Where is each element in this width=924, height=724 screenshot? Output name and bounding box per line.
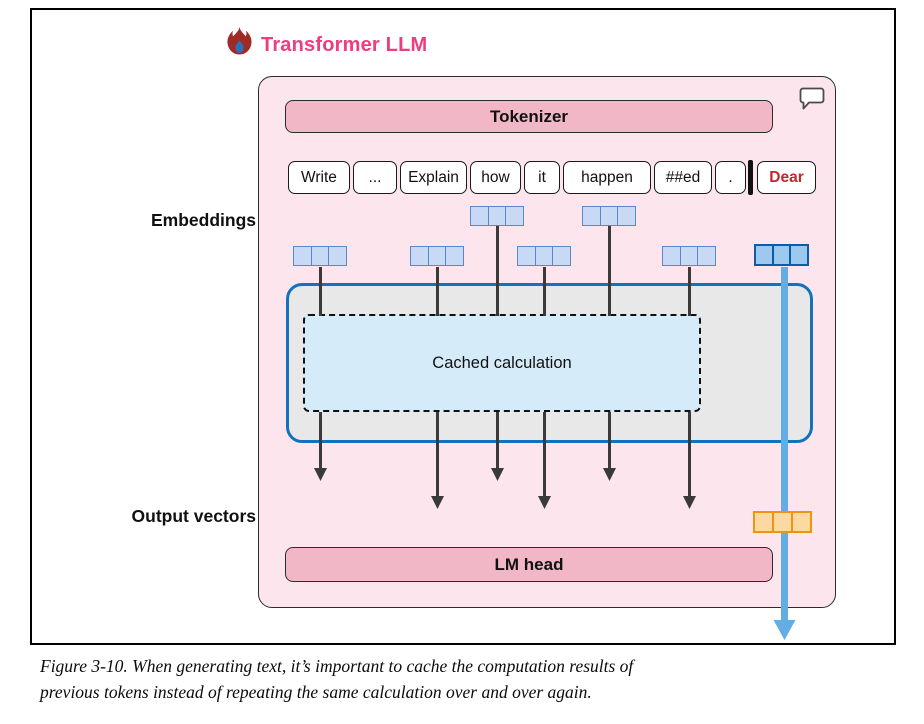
tokenizer-bar: Tokenizer [285, 100, 773, 133]
transformer-llm-container: Tokenizer Write ... Explain how it happe… [258, 76, 836, 608]
embedding-vector-current [754, 244, 810, 266]
cached-calculation-box: Cached calculation [303, 314, 701, 412]
lm-head-bar: LM head [285, 547, 773, 582]
embedding-vector-1 [293, 246, 348, 266]
token-period: . [715, 161, 746, 194]
token-ellipsis: ... [353, 161, 397, 194]
embedding-vector-2 [410, 246, 465, 266]
flame-icon [226, 27, 253, 64]
token-ed: ##ed [654, 161, 712, 194]
diagram-title: Transformer LLM [226, 27, 427, 64]
token-it: it [524, 161, 560, 194]
output-vector-current [753, 511, 812, 533]
figure-caption: Figure 3-10. When generating text, it’s … [40, 653, 890, 705]
page-title: Transformer LLM [261, 34, 428, 56]
token-write: Write [288, 161, 350, 194]
token-explain: Explain [400, 161, 467, 194]
token-how: how [470, 161, 521, 194]
output-vectors-label: Output vectors [131, 506, 256, 526]
embedding-vector-4 [517, 246, 572, 266]
token-dear: Dear [757, 161, 816, 194]
embeddings-label: Embeddings [150, 210, 256, 230]
figure-caption-line2: previous tokens instead of repeating the… [40, 682, 592, 702]
generation-cursor [748, 160, 753, 195]
embedding-vector-6 [662, 246, 717, 266]
token-happen: happen [563, 161, 651, 194]
figure-caption-line1: Figure 3-10. When generating text, it’s … [40, 656, 634, 676]
embedding-vector-5 [582, 206, 637, 226]
transformer-block: Cached calculation [286, 283, 813, 443]
speech-bubble-icon [799, 87, 825, 115]
embedding-vector-3 [470, 206, 525, 226]
